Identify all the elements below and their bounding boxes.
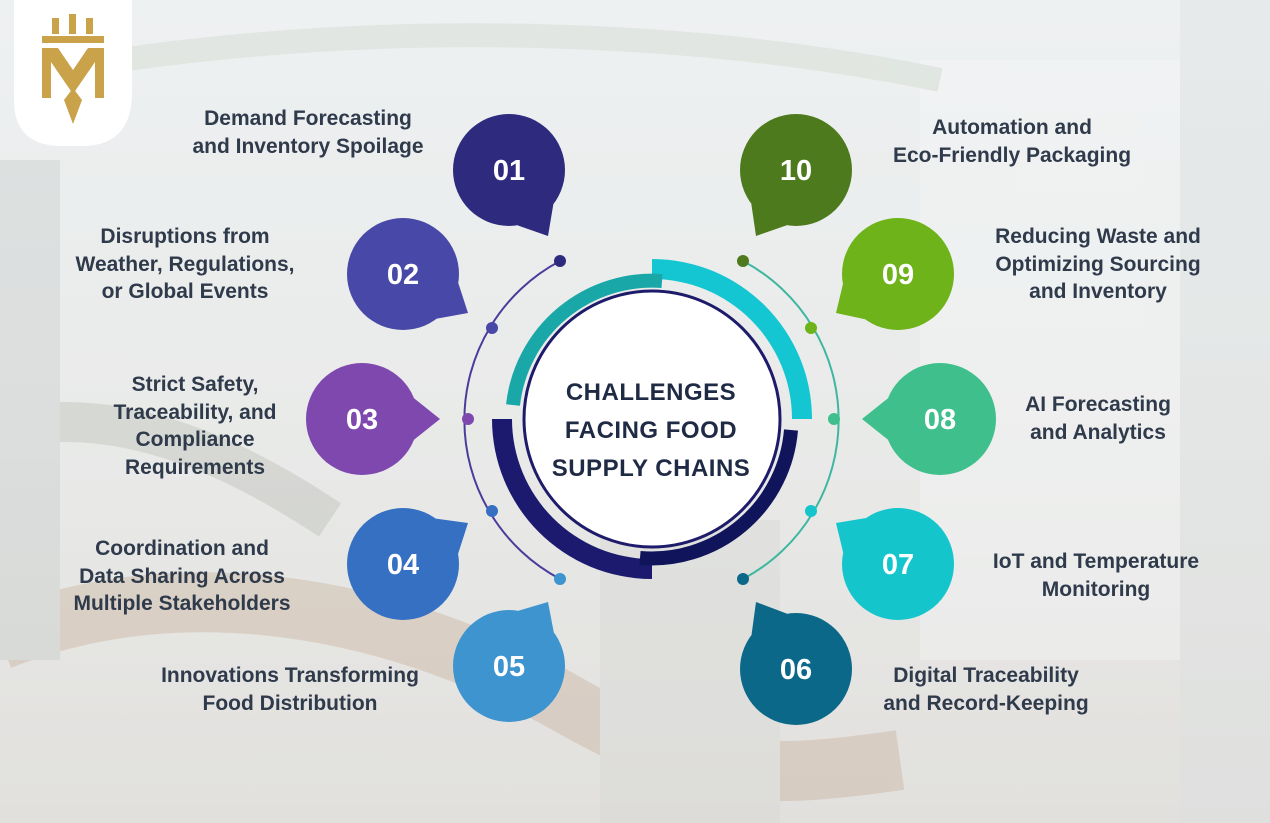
bubble-number: 04 <box>387 549 419 581</box>
bubble-circle <box>347 508 459 620</box>
bubble-circle <box>740 613 852 725</box>
challenge-label-08: AI Forecasting and Analytics <box>1025 393 1171 444</box>
center-circle <box>524 291 780 547</box>
connector-dot <box>486 505 498 517</box>
bubble-number: 08 <box>924 404 956 436</box>
challenge-bubble-02: 02 <box>347 218 468 330</box>
connector-dot <box>462 413 474 425</box>
challenge-bubble-03: 03 <box>306 363 440 475</box>
challenge-label-09: Reducing Waste and Optimizing Sourcing a… <box>995 225 1201 303</box>
challenge-bubble-06: 06 <box>740 602 852 725</box>
challenge-bubble-05: 05 <box>453 602 565 722</box>
bubble-tail <box>862 398 888 440</box>
challenge-label-01: Demand Forecasting and Inventory Spoilag… <box>192 107 424 158</box>
challenge-bubble-08: 08 <box>862 363 996 475</box>
connector-dot <box>554 255 566 267</box>
bubble-circle <box>842 508 954 620</box>
challenge-label-03: Strict Safety, Traceability, and Complia… <box>113 373 277 479</box>
connector-dot <box>828 413 840 425</box>
bubble-number: 06 <box>780 654 812 686</box>
bubble-number: 10 <box>780 155 812 187</box>
brand-logo <box>14 0 132 146</box>
left-ring-arc <box>492 419 652 579</box>
bubble-circle <box>842 218 954 330</box>
challenge-bubble-04: 04 <box>347 508 468 620</box>
bubble-number: 05 <box>493 651 525 683</box>
bubble-number: 07 <box>882 549 914 581</box>
connector-dot <box>805 322 817 334</box>
bubble-number: 02 <box>387 259 419 291</box>
teal-inner-arc <box>506 273 663 406</box>
challenge-label-04: Coordination and Data Sharing Across Mul… <box>73 537 291 615</box>
center-title: CHALLENGES FACING FOOD SUPPLY CHAINS <box>551 379 751 482</box>
bubble-number: 03 <box>346 404 378 436</box>
connector-dot <box>805 505 817 517</box>
challenge-label-05: Innovations Transforming Food Distributi… <box>161 664 419 715</box>
right-ring-arc <box>652 259 812 419</box>
challenge-bubble-07: 07 <box>836 508 954 620</box>
bubble-number: 09 <box>882 259 914 291</box>
connector-dot <box>737 255 749 267</box>
challenge-label-06: Digital Traceability and Record-Keeping <box>883 664 1089 715</box>
challenge-label-10: Automation and Eco-Friendly Packaging <box>892 116 1132 167</box>
navy-inner-arc <box>639 429 798 566</box>
bubble-circle <box>740 114 852 226</box>
bubble-circle <box>453 610 565 722</box>
challenge-bubble-10: 10 <box>740 114 852 236</box>
bubble-circle <box>347 218 459 330</box>
challenge-bubble-01: 01 <box>453 114 565 236</box>
bubble-circle <box>306 363 418 475</box>
bubble-number: 01 <box>493 155 525 187</box>
shield-monogram-logo-icon <box>42 14 104 124</box>
challenge-label-07: IoT and Temperature Monitoring <box>992 550 1200 601</box>
connector-dot <box>486 322 498 334</box>
challenge-bubble-09: 09 <box>836 218 954 330</box>
bubble-circle <box>453 114 565 226</box>
bubble-circle <box>884 363 996 475</box>
connector-dot <box>554 573 566 585</box>
challenge-label-02: Disruptions from Weather, Regulations, o… <box>75 225 295 303</box>
bubble-tail <box>414 398 440 440</box>
connector-dot <box>737 573 749 585</box>
